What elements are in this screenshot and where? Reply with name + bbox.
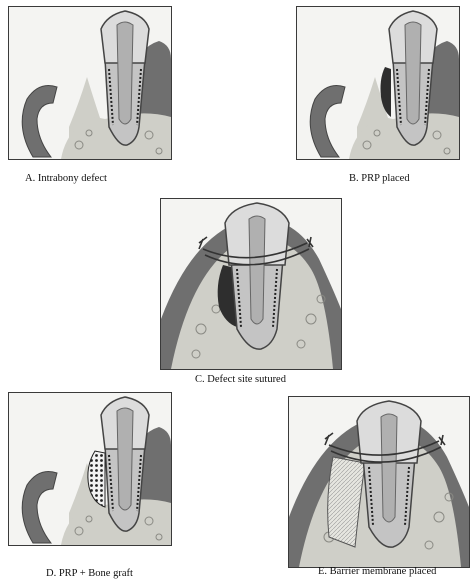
panel-c-defect-site-sutured xyxy=(160,198,342,370)
caption-a: A. Intrabony defect xyxy=(25,173,107,184)
pulp xyxy=(249,216,265,324)
tooth-illustration-c xyxy=(161,199,341,369)
tooth-illustration-d xyxy=(9,393,171,545)
panel-b-prp-placed xyxy=(296,6,460,160)
caption-b: B. PRP placed xyxy=(349,173,410,184)
panel-a-intrabony-defect xyxy=(8,6,172,160)
tooth-illustration-e xyxy=(289,397,469,567)
caption-e: E. Barrier membrane placed xyxy=(318,566,436,577)
panel-d-prp-bone-graft xyxy=(8,392,172,546)
tooth-illustration-b xyxy=(297,7,459,159)
panel-e-barrier-membrane xyxy=(288,396,470,568)
tooth-illustration-a xyxy=(9,7,171,159)
pulp xyxy=(381,414,397,522)
caption-d: D. PRP + Bone graft xyxy=(46,568,133,579)
caption-c: C. Defect site sutured xyxy=(195,374,286,385)
